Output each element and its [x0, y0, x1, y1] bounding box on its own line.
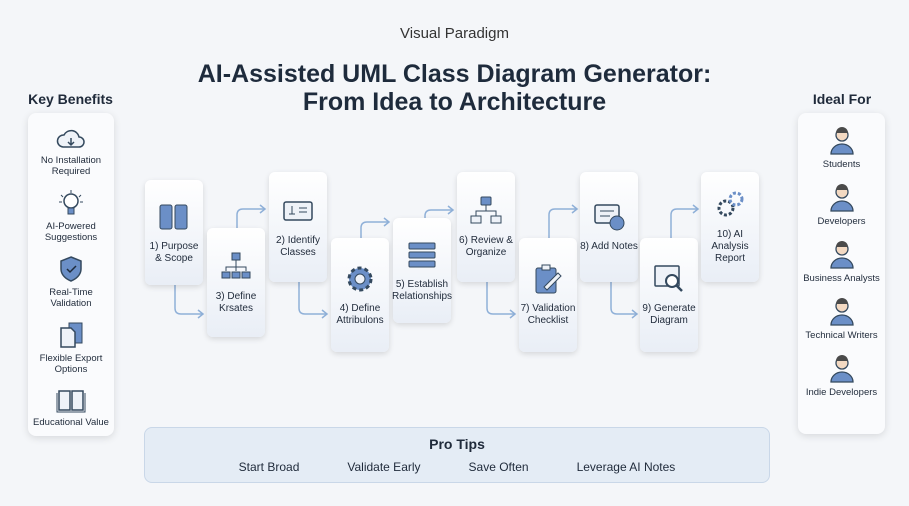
flow-arrow [486, 282, 517, 319]
step-label: 5) Establish Relationships [391, 278, 453, 302]
flow-arrow [174, 285, 205, 319]
columns-icon [159, 204, 188, 229]
cloud-download-icon [56, 129, 85, 148]
stack-icon [408, 242, 436, 267]
ideal-for-heading: Ideal For [812, 91, 872, 107]
step-label: 1) Purpose & Scope [149, 240, 199, 264]
step-card: 1) Purpose & Scope [145, 180, 203, 285]
person-icon [829, 355, 854, 383]
step-card: 7) Validation Checklist [519, 238, 577, 352]
tip-item: Leverage AI Notes [576, 460, 676, 474]
ideal-for-label: Indie Developers [805, 387, 878, 398]
brand-name: Visual Paradigm [400, 25, 509, 42]
step-card: 9) Generate Diagram [640, 238, 698, 352]
step-label: 10) AI Analysis Report [711, 229, 749, 264]
book-icon [56, 390, 86, 413]
notes-icon [594, 204, 625, 231]
ideal-for-item: Business Analysts [798, 239, 885, 284]
person-icon [829, 241, 854, 269]
step-label: 3) Define Krsates [215, 290, 257, 314]
person-icon [829, 127, 854, 155]
hierarchy-icon [221, 252, 251, 278]
ideal-for-item: Students [798, 125, 885, 170]
benefit-label: AI-Powered Suggestions [44, 221, 98, 243]
benefit-label: Flexible Export Options [39, 353, 103, 375]
ideal-for-item: Technical Writers [798, 296, 885, 341]
flow-arrow [670, 204, 700, 238]
org-chart-icon [470, 196, 502, 224]
benefit-item: AI-Powered Suggestions [28, 189, 114, 243]
lightbulb-icon [59, 190, 83, 215]
benefit-item: Flexible Export Options [28, 321, 114, 375]
title-line-1: AI-Assisted UML Class Diagram Generator: [197, 60, 712, 88]
flow-arrow [548, 204, 579, 238]
step-card: 10) AI Analysis Report [701, 172, 759, 282]
step-card: 5) Establish Relationships [391, 218, 453, 323]
benefit-label: Educational Value [33, 417, 109, 428]
ideal-for-label: Students [822, 159, 861, 170]
page-title: AI-Assisted UML Class Diagram Generator:… [0, 60, 909, 116]
benefit-label: Real-Time Validation [49, 287, 93, 309]
pro-tips-heading: Pro Tips [429, 436, 485, 452]
documents-icon [60, 322, 83, 348]
clipboard-pen-icon [535, 264, 562, 294]
class-card-icon [283, 201, 313, 221]
tip-item: Validate Early [347, 460, 421, 474]
step-card: 2) Identify Classes [269, 172, 327, 282]
key-benefits-heading: Key Benefits [28, 91, 113, 107]
flow-arrow [360, 217, 391, 238]
step-label: 6) Review & Organize [459, 235, 513, 258]
flow-arrow [610, 282, 639, 319]
step-label: 9) Generate Diagram [642, 303, 696, 326]
search-window-icon [654, 265, 683, 292]
step-card: 3) Define Krsates [207, 228, 265, 337]
benefit-label: No Installation Required [40, 155, 102, 177]
ideal-for-item: Developers [798, 182, 885, 227]
step-card: 4) Define Attribulons [331, 238, 389, 352]
benefit-item: Educational Value [28, 387, 114, 428]
person-icon [829, 184, 854, 212]
gears-icon [717, 191, 744, 217]
ideal-for-label: Technical Writers [805, 330, 878, 341]
step-label: 7) Validation Checklist [520, 303, 576, 326]
key-benefits-panel: No Installation Required AI-Powered Sugg… [28, 113, 114, 436]
benefit-item: No Installation Required [28, 127, 114, 177]
flow-arrow [298, 282, 329, 319]
step-card: 6) Review & Organize [457, 172, 515, 282]
shield-check-icon [60, 256, 82, 282]
person-icon [829, 298, 854, 326]
benefit-item: Real-Time Validation [28, 255, 114, 309]
step-card: 8) Add Notes [580, 172, 638, 282]
tip-item: Start Broad [238, 460, 300, 474]
step-label: 8) Add Notes [580, 241, 638, 252]
ideal-for-label: Developers [817, 216, 866, 227]
step-label: 4) Define Attribulons [336, 303, 384, 326]
ideal-for-label: Business Analysts [803, 273, 880, 284]
flow-arrow [236, 204, 267, 228]
tip-item: Save Often [468, 460, 529, 474]
gear-icon [347, 266, 373, 292]
title-line-2: From Idea to Architecture [302, 88, 607, 116]
flow-arrow [424, 205, 455, 218]
step-label: 2) Identify Classes [276, 235, 320, 258]
ideal-for-item: Indie Developers [798, 353, 885, 398]
pro-tips-panel: Pro Tips Start Broad Validate Early Save… [144, 427, 770, 483]
